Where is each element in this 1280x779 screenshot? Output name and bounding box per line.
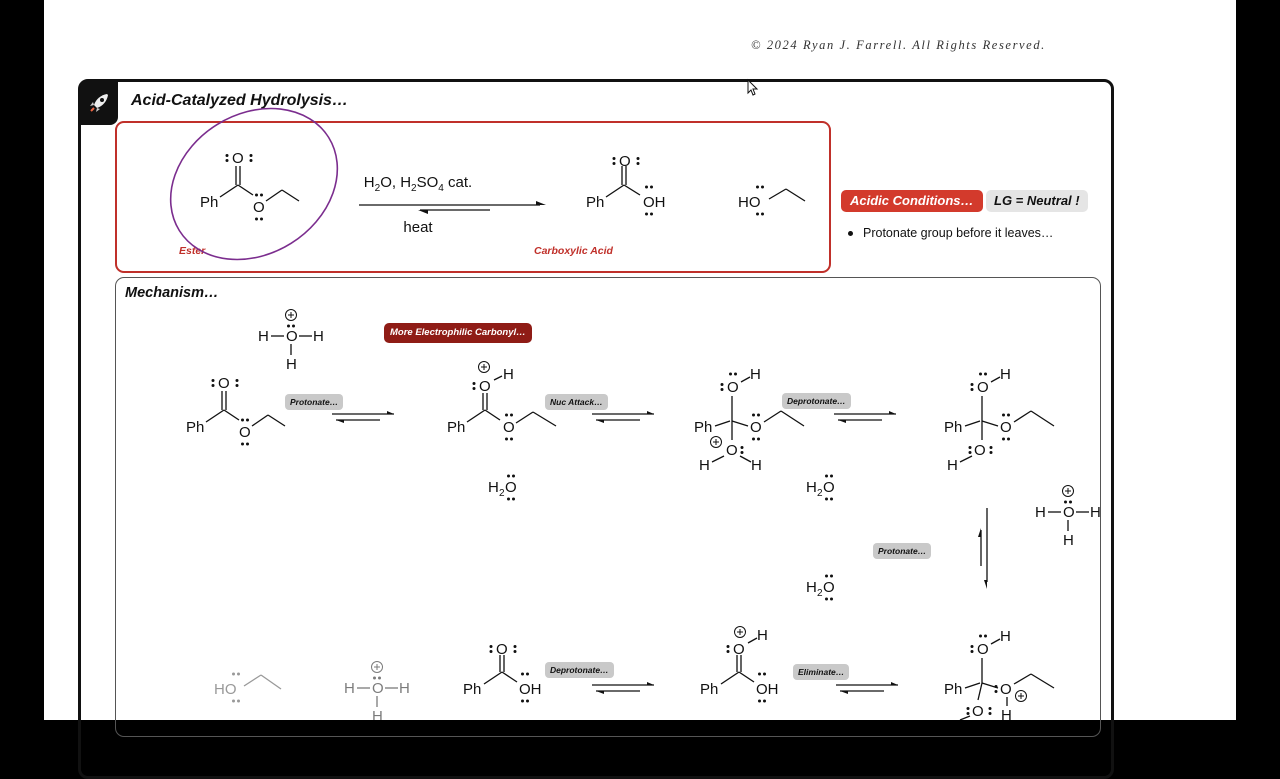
svg-text:O: O xyxy=(750,419,762,436)
ester-label: Ester xyxy=(179,245,206,257)
carboxylic-acid-structure: Ph O OH xyxy=(586,153,666,216)
svg-text:OH: OH xyxy=(643,194,666,211)
summary-reaction-box xyxy=(115,121,831,273)
summary-equilibrium-arrows xyxy=(359,201,546,214)
svg-text:H: H xyxy=(750,366,761,383)
reaction-scheme: Ph O O H 2 O H O xyxy=(169,78,1280,721)
rocket-glyph xyxy=(90,94,108,112)
tetrahedral-intermediate-2: Ph O H O O H xyxy=(944,366,1055,474)
hydronium-1 xyxy=(258,310,324,374)
hydronium-2 xyxy=(1035,486,1101,550)
page-title: Acid-Catalyzed Hydrolysis… xyxy=(131,92,348,109)
svg-text:O: O xyxy=(977,379,989,396)
water-3 xyxy=(806,575,835,601)
carboxylic-acid-label: Carboxylic Acid xyxy=(534,245,613,257)
ethanol-faded: HO xyxy=(214,672,282,703)
vertical-eq-arrow xyxy=(978,508,988,589)
step-eliminate: Eliminate… xyxy=(793,664,850,680)
svg-text:HO: HO xyxy=(738,194,761,211)
rocket-icon xyxy=(80,81,118,125)
eq-arrow-4 xyxy=(835,681,899,695)
tetrahedral-intermediate-1: Ph O H O O H H xyxy=(694,366,805,474)
svg-text:H: H xyxy=(1000,628,1011,645)
step-deprotonate-1: Deprotonate… xyxy=(782,393,851,409)
svg-text:O: O xyxy=(733,641,745,658)
svg-text:Ph: Ph xyxy=(463,681,481,698)
water-1 xyxy=(488,475,517,501)
heat-label: heat xyxy=(403,219,433,236)
svg-text:OH: OH xyxy=(756,681,779,698)
svg-text:O: O xyxy=(977,641,989,658)
svg-text:O: O xyxy=(972,703,984,720)
acidic-conditions-badge: Acidic Conditions… xyxy=(841,190,983,212)
ethanol-structure: HO xyxy=(738,185,806,216)
svg-text:O: O xyxy=(974,442,986,459)
svg-text:Ph: Ph xyxy=(944,681,962,698)
eq-arrow-1 xyxy=(331,410,395,424)
bullet-text: Protonate group before it leaves… xyxy=(863,226,1054,240)
reaction-conditions: H2O, H2SO4 cat. xyxy=(363,174,473,194)
mouse-cursor-icon xyxy=(747,78,759,96)
svg-text:O: O xyxy=(619,153,631,170)
ester-highlight-circle xyxy=(169,107,339,261)
mech-ester xyxy=(186,375,285,446)
svg-text:Ph: Ph xyxy=(586,194,604,211)
svg-text:O: O xyxy=(1000,681,1012,698)
tetrahedral-intermediate-3: Ph O H O H O xyxy=(944,628,1055,720)
eq-arrow-5 xyxy=(591,681,655,695)
svg-text:H: H xyxy=(1000,366,1011,383)
svg-text:H: H xyxy=(751,457,762,474)
svg-text:H: H xyxy=(503,366,514,383)
svg-text:H: H xyxy=(757,627,768,644)
svg-text:OH: OH xyxy=(519,681,542,698)
svg-text:H: H xyxy=(699,457,710,474)
protonated-ester: Ph O H O xyxy=(447,361,557,441)
svg-text:Ph: Ph xyxy=(447,419,465,436)
copyright-text: © 2024 Ryan J. Farrell. All Rights Reser… xyxy=(751,38,1046,52)
svg-text:O: O xyxy=(727,379,739,396)
svg-text:H: H xyxy=(947,457,958,474)
eq-arrow-3 xyxy=(833,410,897,424)
svg-text:Ph: Ph xyxy=(944,419,962,436)
final-acid: Ph O OH xyxy=(463,641,542,703)
svg-text:O: O xyxy=(479,378,491,395)
bullet-dot xyxy=(848,231,853,237)
slide: © 2024 Ryan J. Farrell. All Rights Reser… xyxy=(44,0,1236,720)
step-protonate-2: Protonate… xyxy=(873,543,932,559)
svg-text:HO: HO xyxy=(214,681,237,698)
step-protonate-1: Protonate… xyxy=(285,394,344,410)
eq-arrow-2 xyxy=(591,410,655,424)
svg-text:Ph: Ph xyxy=(700,681,718,698)
water-2 xyxy=(806,475,835,501)
svg-text:O: O xyxy=(496,641,508,658)
electrophilic-carbonyl-badge: More Electrophilic Carbonyl… xyxy=(384,323,532,343)
step-deprotonate-2: Deprotonate… xyxy=(545,662,614,678)
protonate-bullet: Protonate group before it leaves… xyxy=(848,226,1053,240)
ester-structure xyxy=(200,150,299,221)
hydronium-faded xyxy=(344,662,410,721)
svg-text:H: H xyxy=(1001,707,1012,720)
svg-text:O: O xyxy=(503,419,515,436)
svg-text:Ph: Ph xyxy=(694,419,712,436)
protonated-acid: Ph O H OH xyxy=(700,626,779,703)
step-nuc-attack: Nuc Attack… xyxy=(545,394,608,410)
svg-text:O: O xyxy=(726,442,738,459)
mechanism-title: Mechanism… xyxy=(125,285,219,301)
svg-text:O: O xyxy=(1000,419,1012,436)
lg-neutral-badge: LG = Neutral ! xyxy=(986,190,1088,212)
